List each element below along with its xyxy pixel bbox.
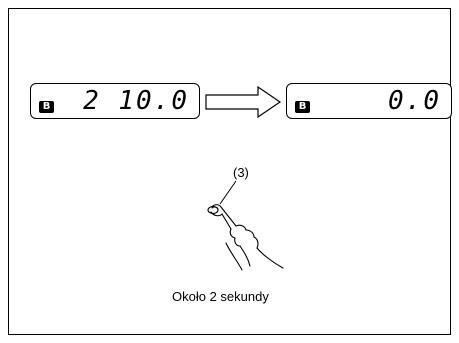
- callout-leader-line: [219, 180, 237, 205]
- lcd-display-after: B 0.0: [286, 83, 452, 119]
- lcd-display-before: B 2 10.0: [30, 83, 200, 119]
- finger-press-icon: [207, 204, 284, 271]
- duration-caption: Około 2 sekundy: [172, 289, 269, 304]
- lcd-value-before: 2 10.0: [83, 86, 189, 116]
- arrow-right-icon: [205, 85, 282, 119]
- mode-badge-after: B: [295, 101, 310, 113]
- diagram-frame: [8, 8, 451, 335]
- mode-badge-before: B: [39, 101, 54, 113]
- lcd-value-after: 0.0: [388, 86, 441, 116]
- callout-label-3: (3): [233, 165, 249, 180]
